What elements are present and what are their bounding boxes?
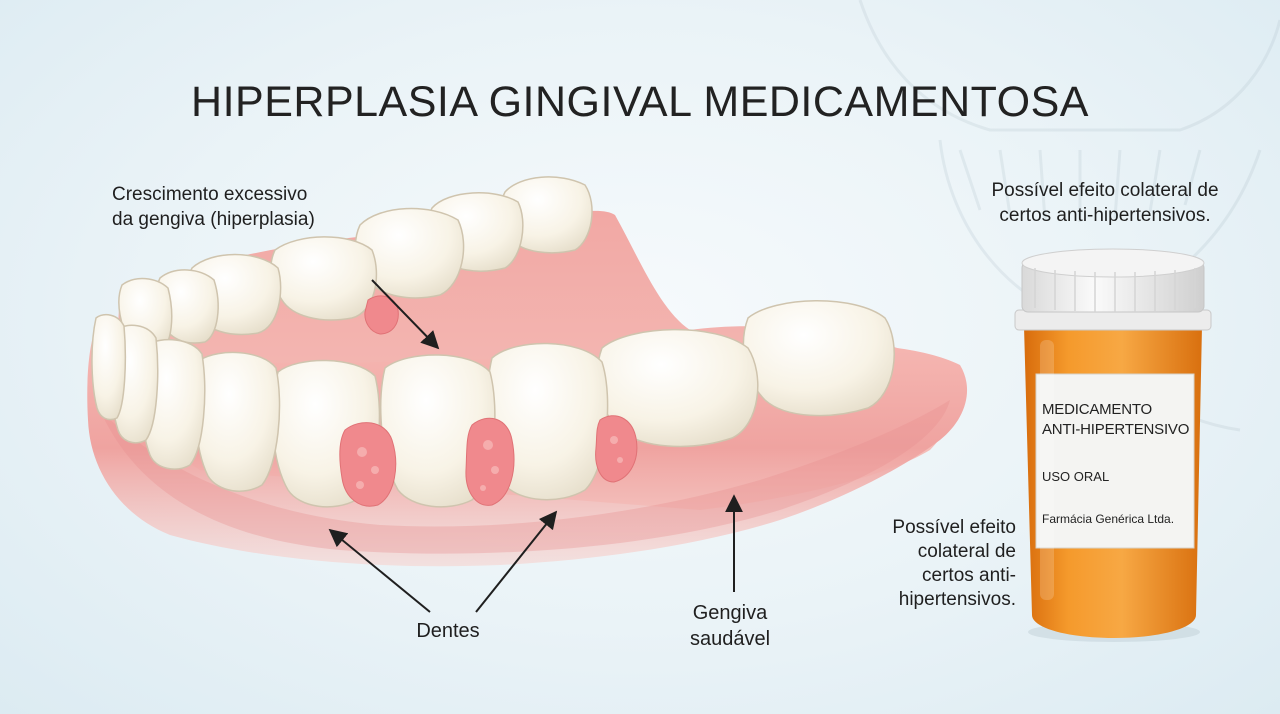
bottle-manufacturer: Farmácia Genérica Ltda. [1042, 512, 1175, 526]
label-side-effect-bottom: Possível efeito colateral de certos anti… [892, 517, 1016, 610]
bottle-usage: USO ORAL [1042, 469, 1110, 484]
arrow-teeth-right [475, 510, 558, 613]
label-teeth: Dentes [416, 620, 480, 642]
label-side-effect-top: Possível efeito colateral de certos anti… [991, 180, 1219, 226]
gum-shadow [100, 400, 950, 554]
pointer-arrows [328, 279, 743, 613]
front-row-teeth [91, 300, 895, 508]
pill-bottle [1014, 248, 1212, 642]
label-hyperplasia: Crescimento excessivo da gengiva (hiperp… [112, 184, 315, 230]
arrow-teeth-left [328, 528, 431, 613]
bottle-drug-name: MEDICAMENTO ANTI-HIPERTENSIVO [1042, 401, 1190, 438]
growth-highlights [356, 436, 623, 491]
label-healthy-gum: Gengiva saudável [689, 602, 771, 650]
bottle-label [1035, 373, 1195, 549]
hyperplasia-growths [339, 295, 638, 507]
back-row-teeth [118, 176, 593, 353]
arrow-hyperplasia [371, 279, 440, 350]
page-title: HIPERPLASIA GINGIVAL MEDICAMENTOSA [191, 78, 1089, 126]
